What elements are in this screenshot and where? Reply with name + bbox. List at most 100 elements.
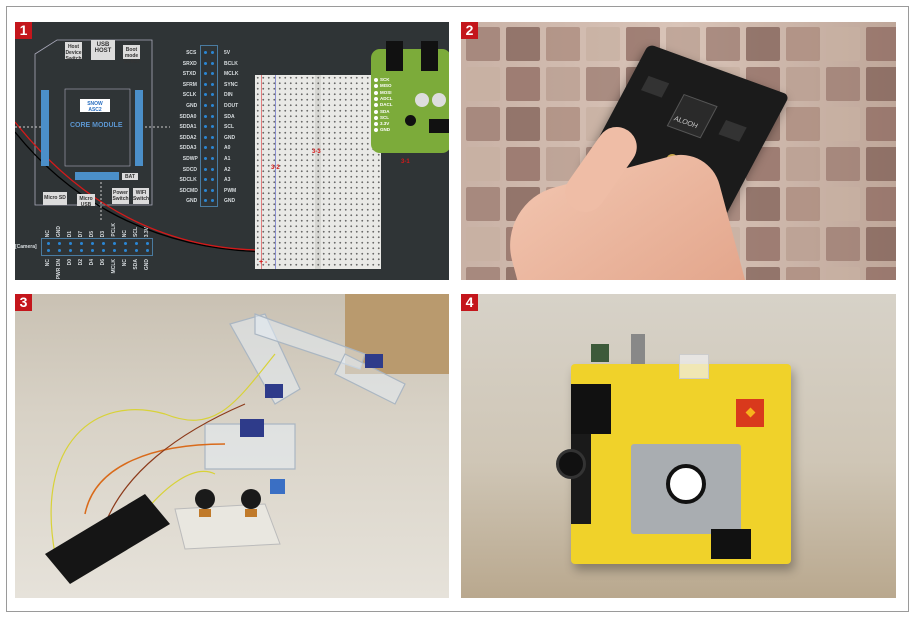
chip-label: SNOW ASC2 — [80, 99, 110, 113]
header-pin-label: DOUT — [224, 103, 239, 109]
header-pin — [204, 72, 207, 76]
camera-pin — [47, 249, 50, 252]
panel-number: 2 — [461, 22, 478, 39]
bat-label: BAT — [122, 173, 138, 180]
module-pin — [374, 84, 378, 89]
module-pin-label: SCK — [380, 77, 390, 82]
header-pin-label: SYNC — [224, 81, 238, 88]
module-pin-label: 3.3V — [380, 121, 390, 127]
header-pin-label: A2 — [224, 166, 231, 173]
header-pin — [204, 146, 207, 150]
header-pin-label: SDCD — [182, 166, 197, 173]
module-pin-label: GND — [380, 127, 390, 133]
expansion-header — [200, 45, 218, 207]
camera-pin-label: NC — [45, 229, 51, 237]
module-pin — [374, 128, 378, 133]
robot-arm-and-wires — [45, 313, 406, 584]
header-pin-label: SRXD — [182, 60, 197, 67]
lego-camera-body — [571, 364, 791, 564]
header-pin — [204, 125, 207, 129]
header-pin — [211, 178, 214, 182]
emblem-icon — [666, 464, 706, 504]
wall-tile — [546, 107, 580, 141]
camera-pin-label: SDA — [133, 259, 139, 270]
camera-pin — [91, 249, 94, 252]
header-pin-label: MCLK — [224, 71, 239, 78]
panel-3-photo-robot-arm: 3 — [15, 294, 449, 598]
header-pin — [204, 188, 207, 192]
header-pin-label: 5V — [224, 50, 231, 56]
battery-connector — [75, 172, 119, 180]
header-pin — [204, 167, 207, 171]
camera-pin — [47, 242, 50, 245]
camera-pin — [80, 242, 83, 245]
top-brick — [591, 344, 609, 362]
camera-pin-label: MCLK — [111, 259, 117, 274]
header-pin — [204, 93, 207, 97]
camera-pin — [91, 242, 94, 245]
boot-mode-switch: Boot mode Switch — [123, 45, 140, 65]
wall-tile — [826, 107, 860, 141]
header-pin-label: GND — [224, 198, 236, 205]
header-pin — [204, 61, 207, 65]
camera-pin — [80, 249, 83, 252]
header-pin-label: SCL — [224, 124, 234, 131]
power-switch: Power Switch — [112, 188, 129, 204]
wall-tile — [866, 67, 896, 101]
header-pin — [211, 93, 214, 97]
header-pin-label: SDWP — [182, 156, 198, 162]
wall-tile — [506, 107, 540, 141]
micro-sd-slot: Micro SD — [43, 192, 67, 205]
camera-pin-label: D6 — [100, 259, 106, 266]
module-pin-label: MISO — [380, 83, 392, 89]
header-pin — [204, 82, 207, 86]
panel-1-wiring-diagram: 1 Host Device Switch USB HOST Boot mode … — [15, 22, 449, 280]
camera-pin-label: NC — [122, 259, 128, 267]
header-pin-label: STXD — [182, 71, 197, 78]
wall-tile — [466, 227, 500, 261]
module-pin — [374, 96, 378, 101]
header-pin — [204, 135, 207, 139]
header-pin — [211, 61, 214, 65]
camera-pin-label: D3 — [100, 230, 106, 237]
header-pin-label: SDDA0 — [179, 113, 197, 120]
wall-tile — [826, 227, 860, 261]
main-chip: ALOOH — [666, 93, 718, 139]
camera-pin-label: 3.3V — [144, 226, 150, 237]
wall-tile — [466, 267, 500, 280]
camera-pin — [146, 249, 149, 252]
header-pin-label: SFRM — [182, 81, 197, 88]
header-pin — [211, 51, 214, 54]
header-pin-label: GND — [224, 134, 236, 141]
wall-tile — [466, 147, 500, 181]
wifi-switch: WIFI Switch — [133, 188, 150, 204]
wall-tile — [746, 227, 780, 261]
camera-pin-label: NC — [45, 259, 51, 267]
wall-tile — [786, 267, 820, 280]
header-pin — [211, 188, 214, 192]
wall-tile — [866, 107, 896, 141]
camera-pin — [58, 249, 61, 252]
usb-host-port: USB HOST — [91, 40, 115, 60]
power-rail-sign: + - — [259, 259, 268, 266]
module-pin-label: DACL — [380, 102, 393, 108]
camera-pin-label: D7 — [78, 230, 84, 237]
right-connector — [135, 90, 143, 166]
header-pin — [211, 199, 214, 203]
header-pin — [204, 104, 207, 107]
camera-pin — [135, 242, 138, 245]
module-pin-label: SCL — [380, 114, 389, 120]
camera-label: [Camera] — [15, 244, 37, 250]
viewfinder — [679, 354, 709, 379]
panel-number: 3 — [15, 294, 32, 311]
micro-usb-port: Micro USB — [77, 194, 95, 208]
camera-pin-label: D0 — [67, 259, 73, 266]
wall-tile — [866, 27, 896, 61]
chip-marking: ALOOH — [672, 115, 699, 131]
header-pin-label: SDCLK — [179, 177, 197, 184]
wall-tile — [546, 67, 580, 101]
wall-tile — [826, 67, 860, 101]
wall-tile — [746, 267, 780, 280]
wall-tile — [746, 27, 780, 61]
camera-pin-label: D5 — [89, 230, 95, 237]
